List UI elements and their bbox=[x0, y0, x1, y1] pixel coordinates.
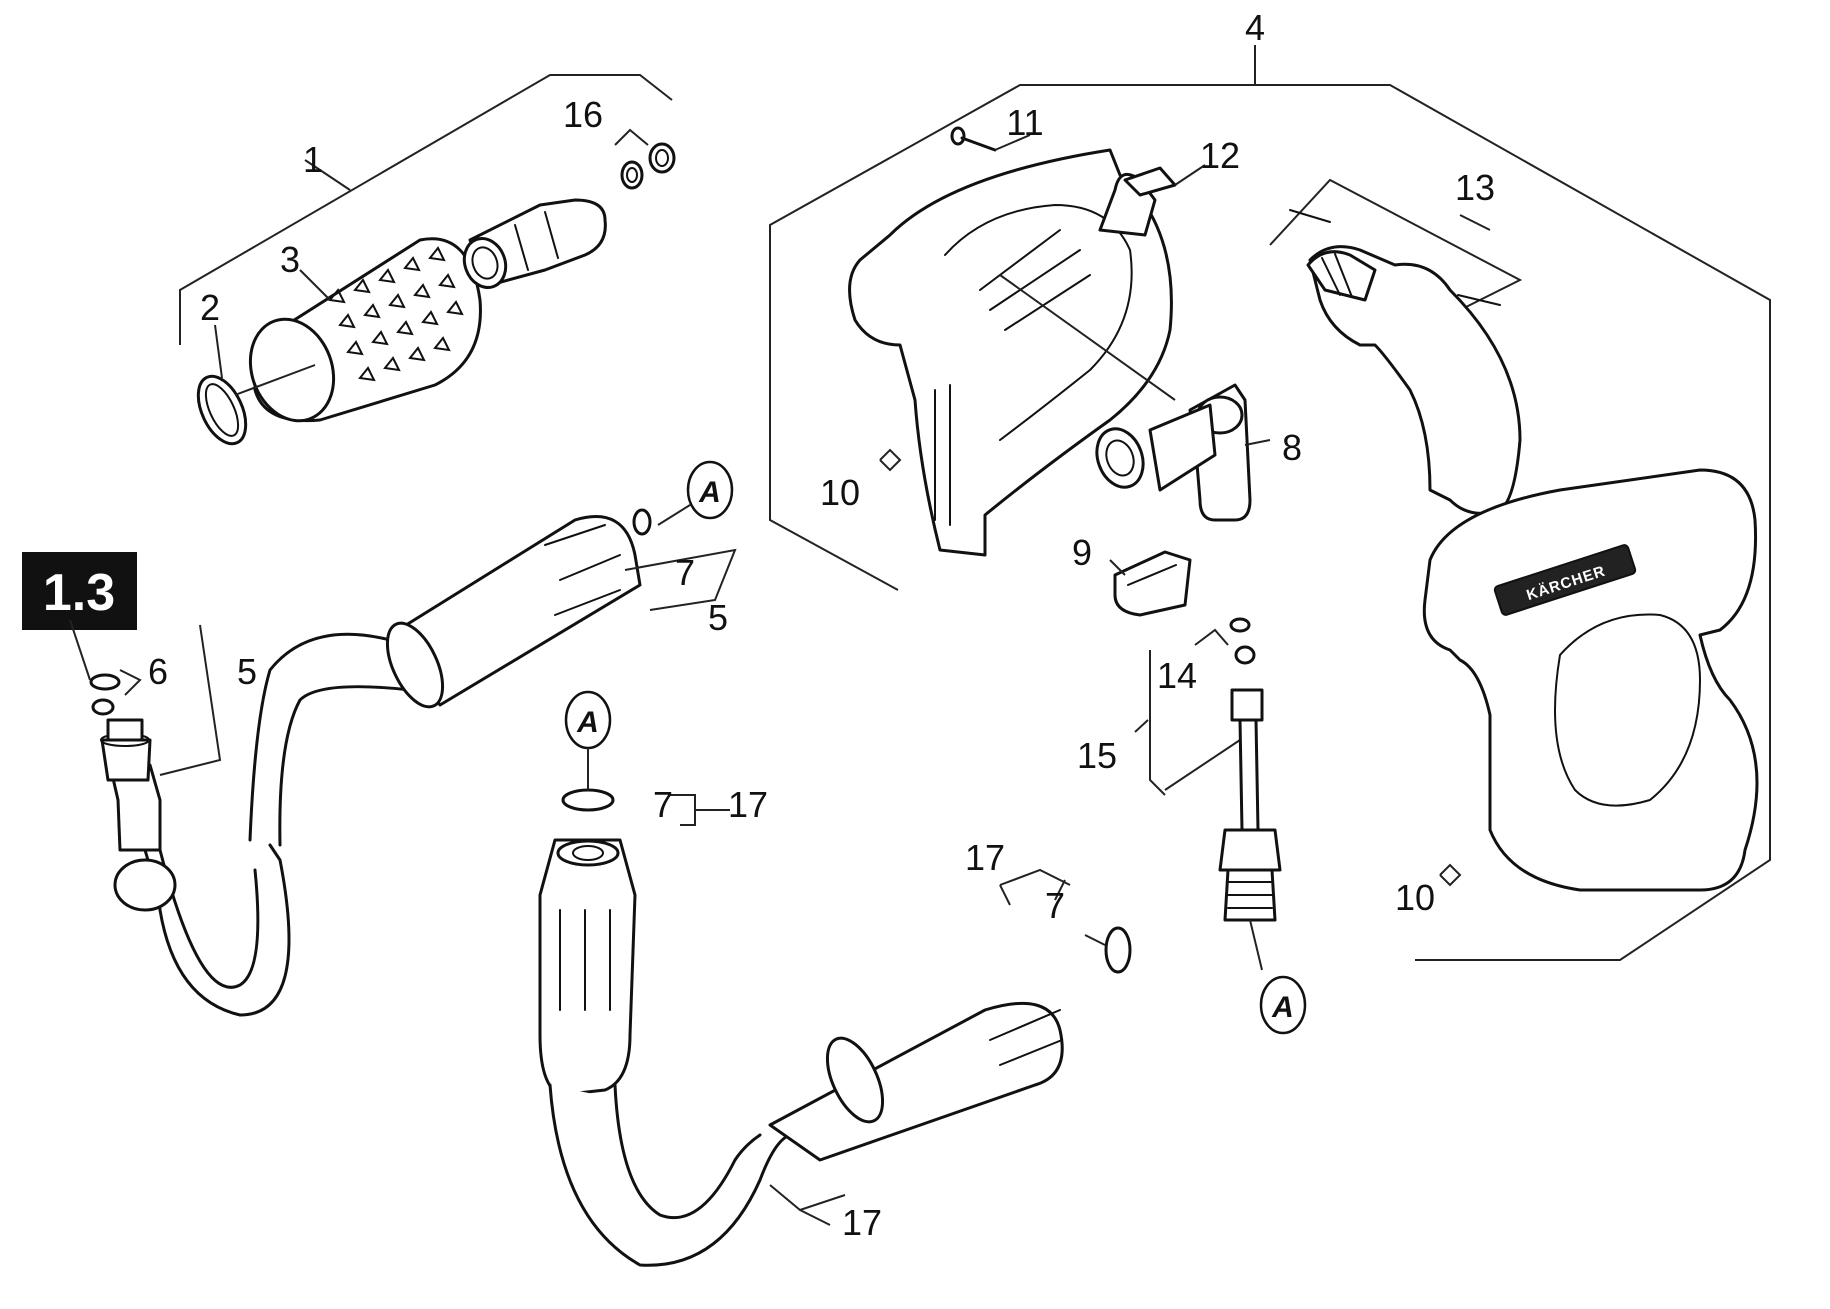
section-badge: 1.3 bbox=[22, 552, 137, 630]
callout-17-right: 17 bbox=[965, 837, 1005, 878]
reference-marker-a-bottom: A bbox=[1259, 975, 1307, 1035]
callout-14: 14 bbox=[1157, 655, 1197, 696]
reference-marker-a-middle: A bbox=[564, 690, 612, 790]
callout-7-middle: 7 bbox=[653, 784, 673, 825]
callout-3: 3 bbox=[280, 239, 300, 280]
part-clip bbox=[1109, 550, 1192, 617]
part-spray-lance-lower bbox=[538, 788, 1132, 1267]
reference-marker-a-top: A bbox=[657, 460, 734, 526]
callout-9: 9 bbox=[1072, 532, 1092, 573]
callout-13: 13 bbox=[1455, 167, 1495, 208]
part-handle-shell-right: KÄRCHER bbox=[1422, 468, 1759, 892]
callout-5-left: 5 bbox=[237, 651, 257, 692]
brand-plate bbox=[1493, 544, 1637, 616]
callout-5-upper: 5 bbox=[708, 597, 728, 638]
callout-7-upper: 7 bbox=[675, 552, 695, 593]
callout-1: 1 bbox=[303, 139, 323, 180]
callout-7-lower: 7 bbox=[1045, 885, 1065, 926]
callout-10-upper: 10 bbox=[820, 472, 860, 513]
part-handle-shell-left bbox=[848, 148, 1176, 557]
part-seals-16 bbox=[614, 128, 676, 190]
group-4-frame bbox=[769, 45, 1771, 961]
callout-16: 16 bbox=[563, 94, 603, 135]
part-snap-ring bbox=[196, 324, 248, 446]
callout-4: 4 bbox=[1245, 7, 1265, 48]
section-badge-label: 1.3 bbox=[43, 564, 115, 622]
callout-10-lower: 10 bbox=[1395, 877, 1435, 918]
part-perforated-sleeve bbox=[234, 237, 482, 423]
part-valve-stem bbox=[1134, 650, 1282, 971]
part-screw bbox=[950, 126, 1031, 152]
callout-11: 11 bbox=[1006, 102, 1043, 143]
part-trigger bbox=[1269, 178, 1523, 515]
svg-text:A: A bbox=[1271, 991, 1294, 1024]
part-spray-lance-left bbox=[69, 508, 737, 1017]
callout-17-bottom: 17 bbox=[842, 1202, 882, 1243]
callout-15: 15 bbox=[1077, 735, 1117, 776]
svg-text:A: A bbox=[698, 476, 721, 509]
svg-text:A: A bbox=[576, 706, 599, 739]
part-o-rings-14 bbox=[1194, 617, 1256, 665]
part-valve-body bbox=[1095, 383, 1271, 522]
group-1-bracket bbox=[179, 74, 673, 345]
callout-2: 2 bbox=[200, 287, 220, 328]
callout-12: 12 bbox=[1200, 135, 1240, 176]
callout-labels: 1 2 3 4 5 5 6 7 7 7 8 9 10 10 11 12 13 1… bbox=[148, 7, 1495, 1243]
part-lever bbox=[1098, 164, 1206, 237]
part-nozzle-core bbox=[462, 198, 607, 289]
callout-8: 8 bbox=[1282, 427, 1302, 468]
callout-17-middle: 17 bbox=[728, 784, 768, 825]
callout-6: 6 bbox=[148, 651, 168, 692]
